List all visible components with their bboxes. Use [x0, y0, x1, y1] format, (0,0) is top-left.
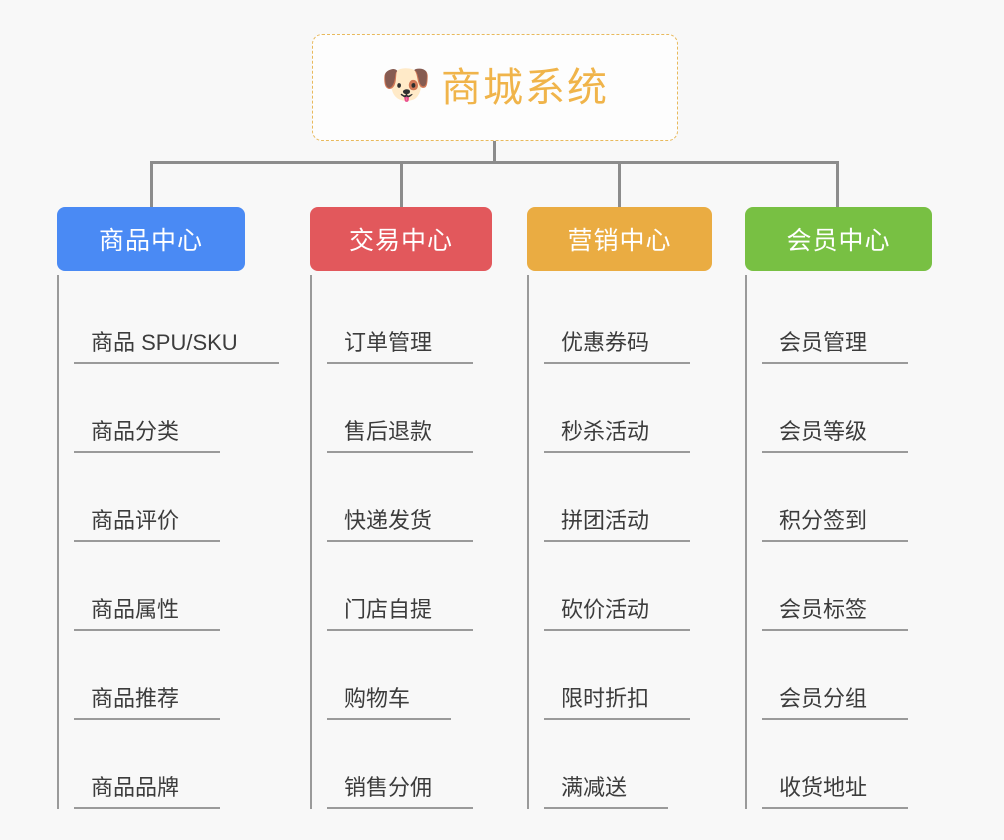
branch-column-1: 商品中心商品 SPU/SKU 商品分类商品评价商品属性商品推荐商品品牌 [57, 207, 279, 809]
leaf-item-rule [544, 540, 690, 542]
leaf-item[interactable]: 商品属性 [74, 542, 245, 631]
leaf-item-rule [544, 718, 690, 720]
leaf-item[interactable]: 满减送 [544, 720, 712, 809]
connector-drop-2 [400, 161, 403, 208]
leaf-item[interactable]: 商品推荐 [74, 631, 245, 720]
leaf-item[interactable]: 会员等级 [762, 364, 932, 453]
leaf-item[interactable]: 商品 SPU/SKU [74, 275, 279, 364]
leaf-item-label: 拼团活动 [561, 508, 650, 533]
leaf-item-label: 商品分类 [91, 419, 180, 444]
leaf-item-label: 商品 SPU/SKU [91, 330, 238, 355]
leaf-item[interactable]: 销售分佣 [327, 720, 492, 809]
leaf-item-rule [74, 540, 220, 542]
leaf-item[interactable]: 会员管理 [762, 275, 932, 364]
category-header-product-center[interactable]: 商品中心 [57, 207, 245, 271]
connector-stem [493, 141, 496, 163]
leaf-item-rule [327, 629, 473, 631]
leaf-item-rule [762, 362, 908, 364]
branch-column-3: 营销中心优惠券码秒杀活动拼团活动砍价活动限时折扣满减送 [527, 207, 712, 809]
dog-face-icon: 🐶 [381, 62, 431, 107]
leaf-item[interactable]: 门店自提 [327, 542, 492, 631]
root-node[interactable]: 🐶 商城系统 [312, 34, 678, 141]
category-header-marketing-center[interactable]: 营销中心 [527, 207, 712, 271]
leaf-item-rule [762, 718, 908, 720]
connector-drop-3 [618, 161, 621, 208]
leaf-item-label: 秒杀活动 [561, 419, 650, 444]
leaf-item-label: 订单管理 [344, 330, 433, 355]
leaf-item[interactable]: 售后退款 [327, 364, 492, 453]
leaf-item-label: 快递发货 [344, 508, 433, 533]
leaf-item-label: 收货地址 [779, 775, 868, 800]
branch-column-4: 会员中心会员管理会员等级积分签到会员标签会员分组收货地址 [745, 207, 932, 809]
leaf-item-rule [327, 451, 473, 453]
category-header-member-center[interactable]: 会员中心 [745, 207, 932, 271]
leaf-item-rule [327, 540, 473, 542]
leaf-item[interactable]: 砍价活动 [544, 542, 712, 631]
leaf-list-trade-center: 订单管理售后退款快递发货门店自提购物车销售分佣 [310, 275, 492, 809]
leaf-item-label: 砍价活动 [561, 597, 650, 622]
leaf-item-label: 满减送 [561, 775, 628, 800]
leaf-item-label: 售后退款 [344, 419, 433, 444]
leaf-item-rule [762, 451, 908, 453]
leaf-list-member-center: 会员管理会员等级积分签到会员标签会员分组收货地址 [745, 275, 932, 809]
leaf-item-rule [327, 807, 473, 809]
branch-column-2: 交易中心订单管理售后退款快递发货门店自提购物车销售分佣 [310, 207, 492, 809]
leaf-item[interactable]: 购物车 [327, 631, 492, 720]
leaf-item[interactable]: 商品分类 [74, 364, 245, 453]
connector-bus [150, 161, 839, 164]
leaf-item-rule [74, 451, 220, 453]
leaf-item-rule [762, 629, 908, 631]
leaf-item-label: 会员管理 [779, 330, 868, 355]
leaf-item-rule [544, 629, 690, 631]
leaf-item-rule [544, 451, 690, 453]
leaf-item[interactable]: 会员分组 [762, 631, 932, 720]
leaf-item-rule [74, 629, 220, 631]
leaf-item[interactable]: 订单管理 [327, 275, 492, 364]
leaf-item-label: 商品推荐 [91, 686, 180, 711]
leaf-item[interactable]: 限时折扣 [544, 631, 712, 720]
leaf-item-rule [762, 540, 908, 542]
connector-drop-1 [150, 161, 153, 208]
leaf-item[interactable]: 优惠券码 [544, 275, 712, 364]
leaf-item-label: 商品属性 [91, 597, 180, 622]
leaf-item[interactable]: 会员标签 [762, 542, 932, 631]
leaf-item-label: 会员标签 [779, 597, 868, 622]
leaf-item-label: 商品评价 [91, 508, 180, 533]
leaf-item-label: 积分签到 [779, 508, 868, 533]
leaf-item-label: 销售分佣 [344, 775, 433, 800]
leaf-item-rule [544, 362, 690, 364]
connector-drop-4 [836, 161, 839, 208]
leaf-item-label: 会员分组 [779, 686, 868, 711]
leaf-item[interactable]: 秒杀活动 [544, 364, 712, 453]
leaf-item-rule [762, 807, 908, 809]
category-header-trade-center[interactable]: 交易中心 [310, 207, 492, 271]
leaf-item[interactable]: 积分签到 [762, 453, 932, 542]
leaf-item[interactable]: 商品品牌 [74, 720, 245, 809]
leaf-item-label: 购物车 [344, 686, 411, 711]
leaf-list-product-center: 商品 SPU/SKU 商品分类商品评价商品属性商品推荐商品品牌 [57, 275, 279, 809]
leaf-item-label: 门店自提 [344, 597, 433, 622]
leaf-item-label: 会员等级 [779, 419, 868, 444]
leaf-item[interactable]: 拼团活动 [544, 453, 712, 542]
leaf-item-rule [74, 718, 220, 720]
leaf-list-marketing-center: 优惠券码秒杀活动拼团活动砍价活动限时折扣满减送 [527, 275, 712, 809]
leaf-item[interactable]: 收货地址 [762, 720, 932, 809]
root-title: 商城系统 [441, 65, 609, 110]
leaf-item-rule [544, 807, 668, 809]
leaf-item-label: 优惠券码 [561, 330, 650, 355]
leaf-item-label: 限时折扣 [561, 686, 650, 711]
leaf-item[interactable]: 快递发货 [327, 453, 492, 542]
leaf-item-rule [327, 718, 451, 720]
leaf-item[interactable]: 商品评价 [74, 453, 245, 542]
leaf-item-rule [327, 362, 473, 364]
leaf-item-label: 商品品牌 [91, 775, 180, 800]
leaf-item-rule [74, 362, 279, 364]
leaf-item-rule [74, 807, 220, 809]
